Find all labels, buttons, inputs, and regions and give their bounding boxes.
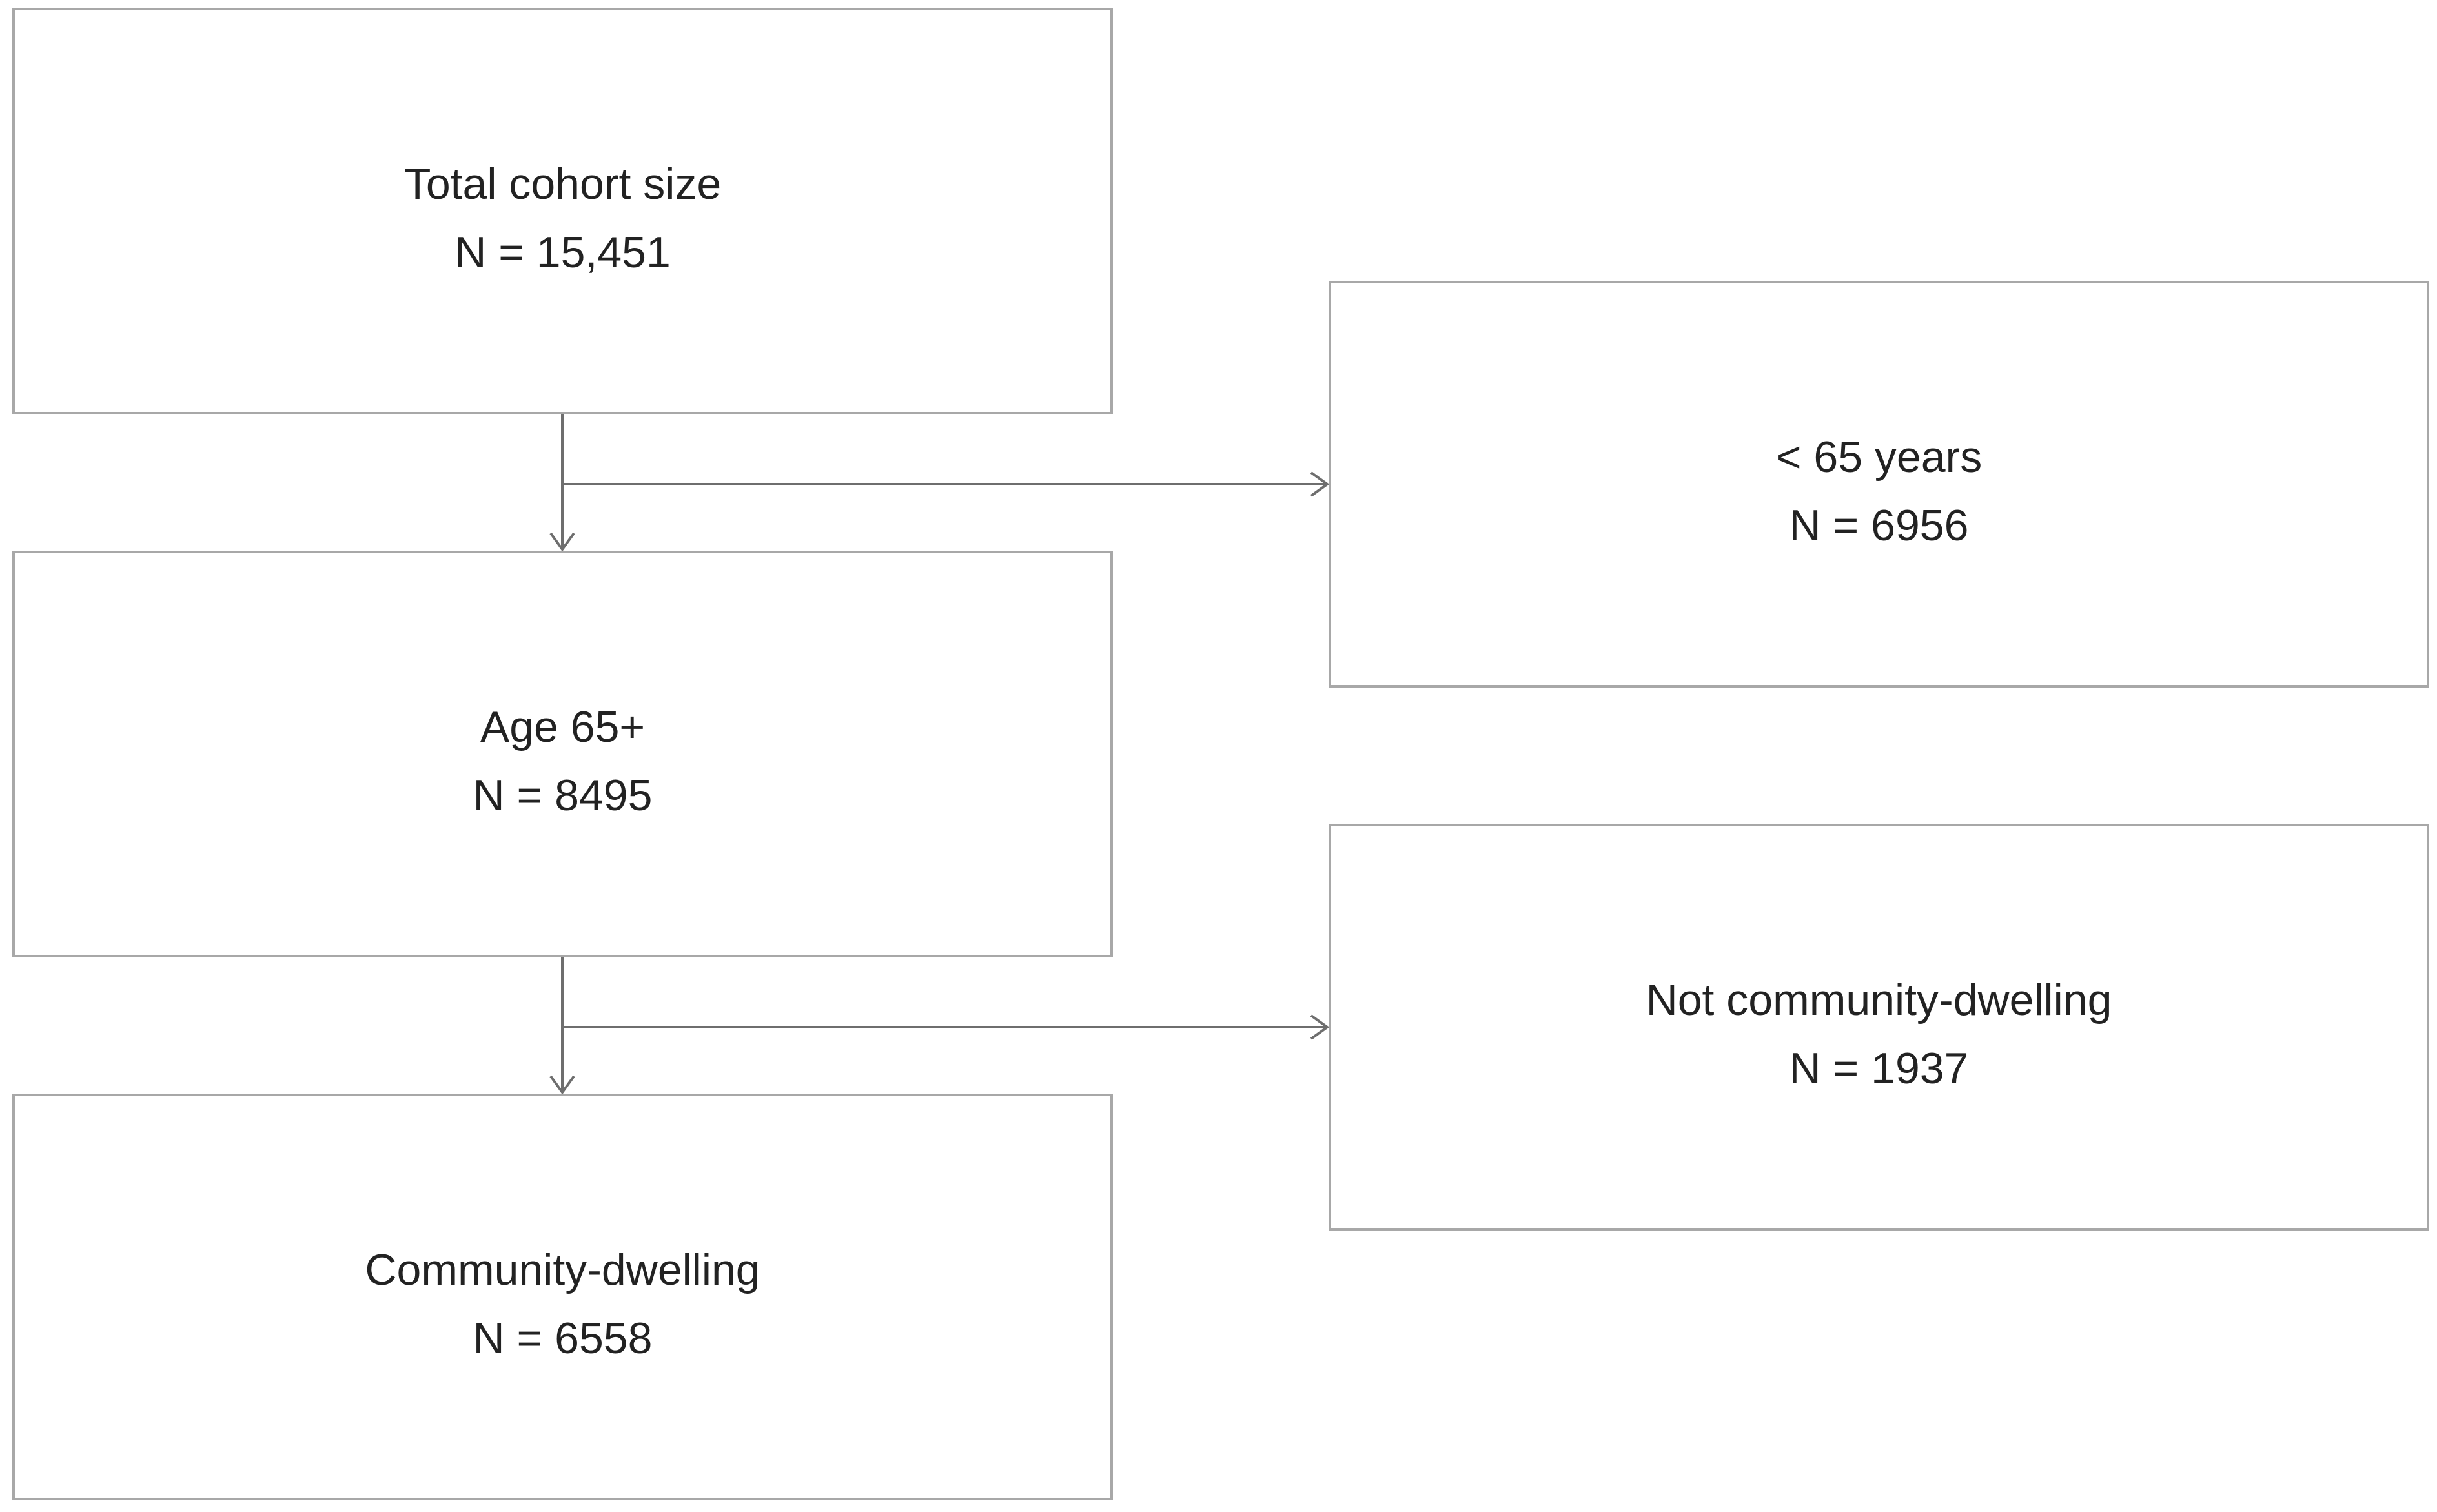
community-dwelling-label: Community-dwelling: [365, 1245, 760, 1294]
total-cohort-box: Total cohort size N = 15,451: [12, 8, 1113, 414]
age-65-plus-text: Age 65+ N = 8495: [15, 693, 1110, 830]
not-community-dwelling-count: N = 1937: [1789, 1044, 1969, 1093]
total-cohort-label: Total cohort size: [403, 159, 722, 209]
arrowhead-age65: [549, 532, 575, 552]
arrowhead-under65: [1310, 471, 1330, 497]
arrowhead-community: [549, 1075, 575, 1095]
age-65-plus-label: Age 65+: [480, 702, 646, 751]
under-65-text: < 65 years N = 6956: [1331, 423, 2427, 560]
arrowhead-not-community: [1310, 1014, 1330, 1040]
under-65-box: < 65 years N = 6956: [1329, 281, 2429, 688]
total-cohort-text: Total cohort size N = 15,451: [15, 150, 1110, 287]
total-cohort-count: N = 15,451: [454, 228, 671, 277]
under-65-count: N = 6956: [1789, 501, 1969, 550]
age-65-plus-count: N = 8495: [473, 771, 653, 820]
not-community-dwelling-text: Not community-dwelling N = 1937: [1331, 966, 2427, 1103]
not-community-dwelling-label: Not community-dwelling: [1646, 976, 2112, 1025]
not-community-dwelling-box: Not community-dwelling N = 1937: [1329, 824, 2429, 1231]
under-65-label: < 65 years: [1775, 433, 1983, 482]
community-dwelling-text: Community-dwelling N = 6558: [15, 1236, 1110, 1373]
community-dwelling-box: Community-dwelling N = 6558: [12, 1094, 1113, 1500]
community-dwelling-count: N = 6558: [473, 1314, 653, 1363]
age-65-plus-box: Age 65+ N = 8495: [12, 551, 1113, 957]
